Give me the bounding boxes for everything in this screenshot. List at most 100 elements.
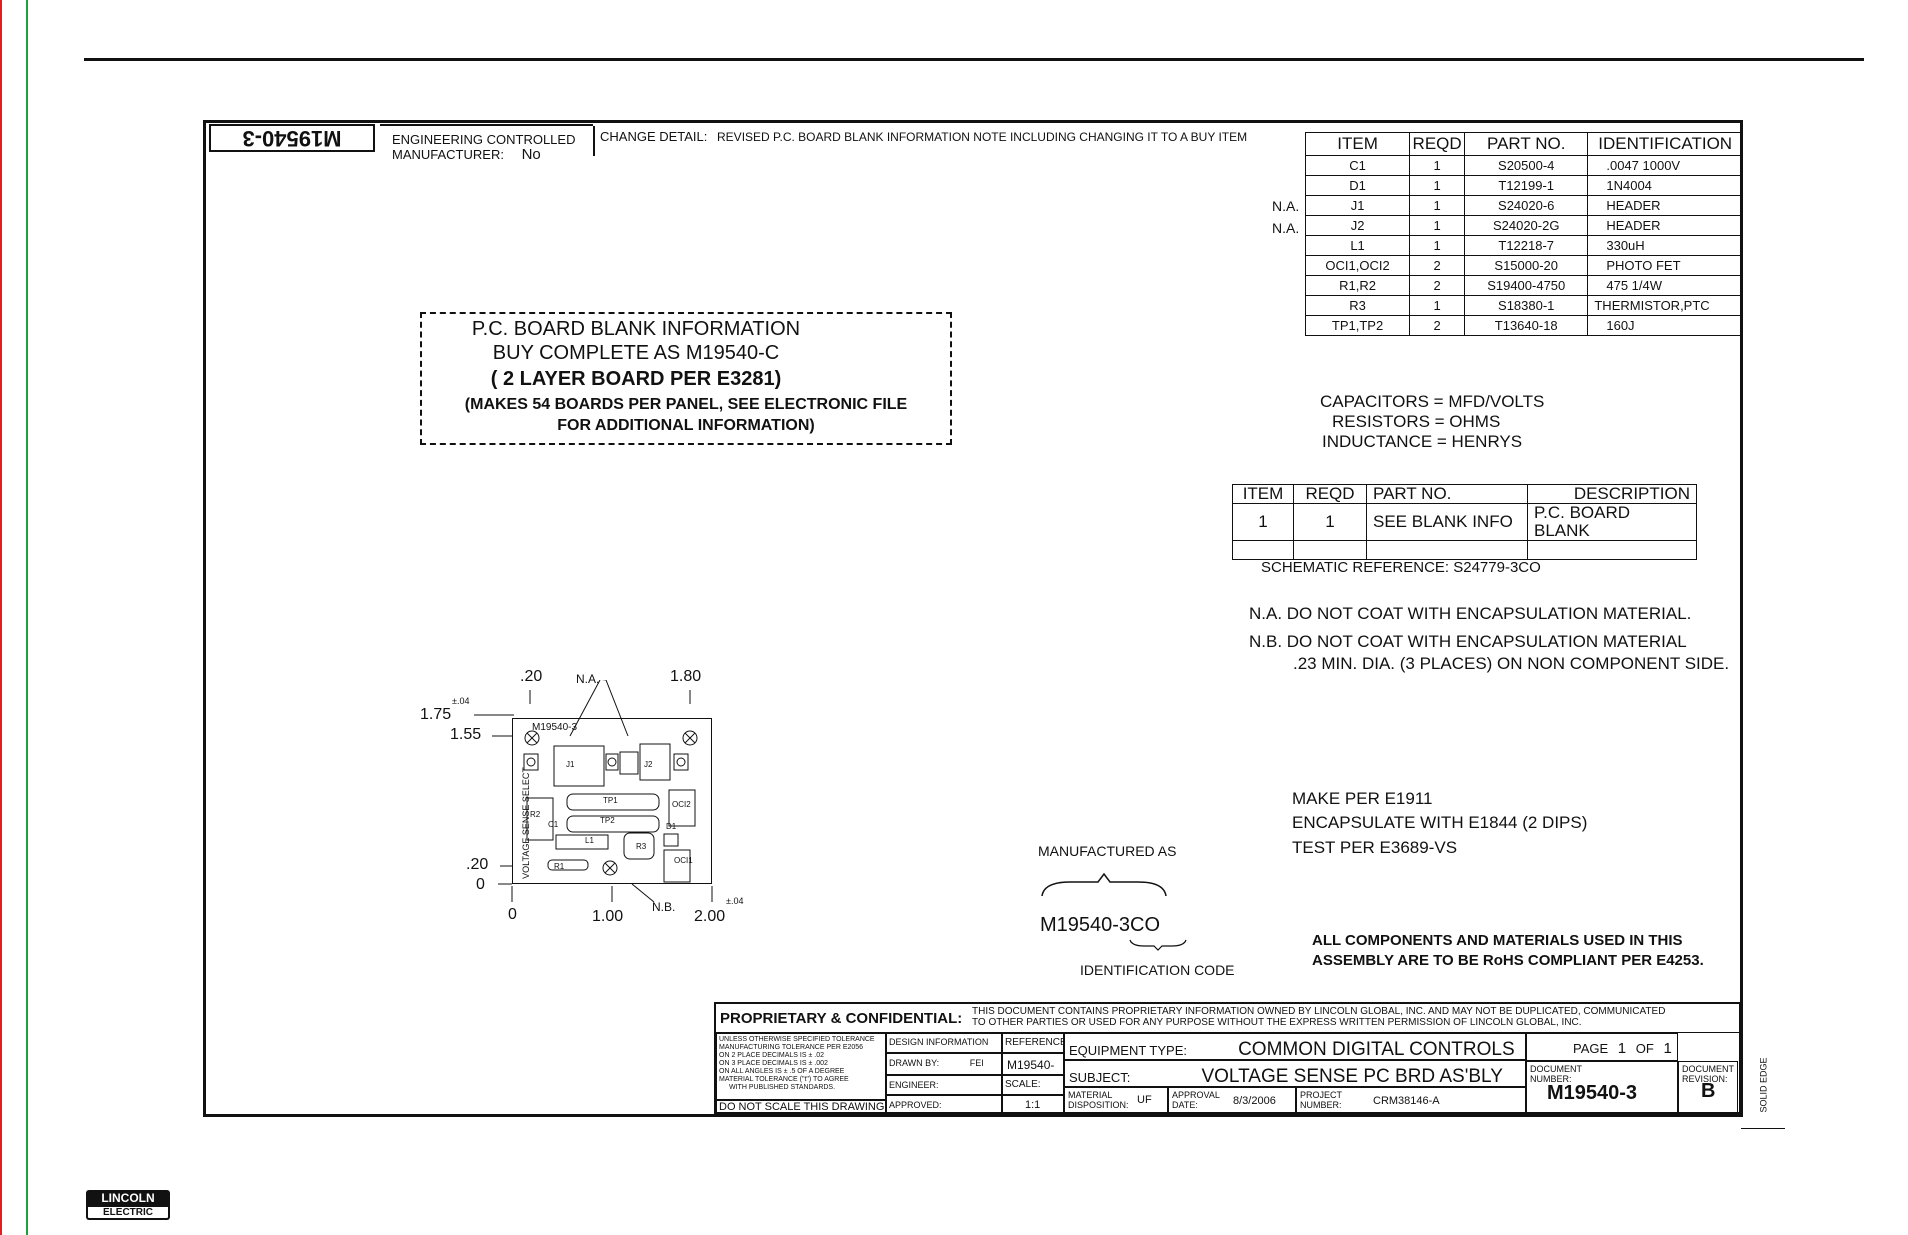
board-tp2: TP2 [600,816,615,825]
cell-ident: 475 1/4W [1587,275,1743,296]
board-na-label: N.A. [576,672,600,686]
subject-label: SUBJECT: [1069,1070,1131,1085]
blank-cell-empty [1366,540,1528,560]
scale-value: 1:1 [1002,1095,1064,1114]
legend-inductance: INDUCTANCE = HENRYS [1322,432,1523,451]
tolerance-line: WITH PUBLISHED STANDARDS. [729,1084,836,1091]
board-nb-label: N.B. [652,900,676,914]
blank-info-line2: BUY COMPLETE AS M19540-C [492,342,780,364]
pc-board-blank-info-box: P.C. BOARD BLANK INFORMATION BUY COMPLET… [420,312,952,445]
reference-value: M19540-2 [1002,1053,1064,1075]
cell-ident: THERMISTOR,PTC [1587,295,1743,316]
blank-info-line3: ( 2 LAYER BOARD PER E3281) [490,368,782,390]
cell-ident: 160J [1587,315,1743,336]
header-divider [593,126,595,156]
id-code-brace [1129,939,1187,951]
approval-date-value: 8/3/2006 [1233,1095,1276,1107]
change-detail: CHANGE DETAIL: REVISED P.C. BOARD BLANK … [600,129,1247,144]
tolerance-line: MATERIAL TOLERANCE ("t") TO AGREE [719,1076,849,1083]
cell-item: L1 [1304,235,1411,256]
logo-line1: LINCOLN [86,1190,170,1207]
board-r1: R1 [554,862,565,871]
board-label: M19540-3 [532,722,578,733]
blank-cell-empty [1232,540,1294,560]
page-top-rule [84,58,1864,61]
blank-cell-item: 1 [1232,503,1294,541]
cell-item: J2 [1304,215,1411,236]
board-oci1: OCI1 [674,856,693,865]
blank-cell-empty [1293,540,1367,560]
subject-cell: SUBJECT: VOLTAGE SENSE PC BRD AS'BLY [1064,1060,1526,1087]
parts-header-item: ITEM [1304,132,1411,156]
cell-reqd: 1 [1409,175,1466,196]
material-label2: DISPOSITION: [1068,1100,1129,1110]
revision-cell: DOCUMENT REVISION: B [1678,1061,1738,1114]
docrev-label1: DOCUMENT [1682,1064,1734,1074]
drawn-by-cell: DRAWN BY: FEI [886,1053,1002,1075]
frame-extension-line [1741,1128,1785,1129]
cell-reqd: 2 [1409,255,1466,276]
docrev-label2: REVISION: [1682,1074,1728,1084]
cell-reqd: 1 [1409,155,1466,176]
cell-part: T12218-7 [1464,235,1589,256]
proprietary-label: PROPRIETARY & CONFIDENTIAL: [720,1010,963,1027]
material-value: UF [1137,1094,1152,1106]
board-oci2: OCI2 [672,800,691,809]
dim-y020: .20 [466,856,489,873]
dim-x200: 2.00 [694,908,726,925]
cell-ident: PHOTO FET [1587,255,1743,276]
cell-part: S20500-4 [1464,155,1589,176]
manufacturer-label: MANUFACTURER: [392,147,504,162]
board-r3: R3 [636,842,647,851]
cell-reqd: 2 [1409,275,1466,296]
manufactured-as-label: MANUFACTURED AS [1038,843,1177,859]
document-number-cell: DOCUMENT NUMBER: M19540-3 [1526,1061,1678,1114]
blank-cell-desc: P.C. BOARD BLANK [1527,503,1697,541]
blank-cell-part: SEE BLANK INFO [1366,503,1528,541]
page-number: 1 [1617,1040,1627,1057]
board-j2: J2 [644,760,653,769]
blank-table-header: ITEM REQD PART NO. DESCRIPTION [1232,484,1697,504]
do-not-scale: DO NOT SCALE THIS DRAWING [716,1100,886,1114]
board-d1: D1 [666,822,677,831]
parts-header-reqd: REQD [1409,132,1466,156]
note-encapsulate: ENCAPSULATE WITH E1844 (2 DIPS) [1292,813,1588,832]
page-total: 1 [1663,1040,1672,1057]
cell-item: D1 [1304,175,1411,196]
blank-header-reqd: REQD [1293,484,1367,504]
manufacturer-value: No [521,146,541,163]
approved-cell: APPROVED: [886,1095,1002,1114]
page-cell: PAGE 1 OF 1 [1526,1033,1678,1061]
header-top-rule [380,124,593,126]
change-detail-text: REVISED P.C. BOARD BLANK INFORMATION NOT… [717,130,1248,144]
cell-item: J1 [1304,195,1411,216]
note-nb-line1: N.B. DO NOT COAT WITH ENCAPSULATION MATE… [1249,632,1687,651]
note-make-per: MAKE PER E1911 [1292,789,1433,808]
reference-label: REFERENCE: [1002,1033,1064,1053]
cell-reqd: 1 [1409,295,1466,316]
approval-label1: APPROVAL [1172,1090,1220,1100]
docnum-label2: NUMBER: [1530,1074,1572,1084]
left-margin-green-line [26,0,28,1235]
solid-edge-label: SOLID EDGE [1758,1057,1769,1113]
parts-table-header: ITEM REQD PART NO. IDENTIFICATION [1304,132,1743,156]
dimension-lines [474,680,713,903]
equipment-label: EQUIPMENT TYPE: [1069,1043,1187,1058]
cell-item: TP1,TP2 [1304,315,1411,336]
cell-reqd: 1 [1409,215,1466,236]
cell-ident: .0047 1000V [1587,155,1743,176]
change-detail-label: CHANGE DETAIL: [600,129,708,144]
cell-part: S18380-1 [1464,295,1589,316]
na-note-j1: N.A. [1272,198,1300,214]
proprietary-text: THIS DOCUMENT CONTAINS PROPRIETARY INFOR… [972,1006,1665,1028]
note-rohs-line2: ASSEMBLY ARE TO BE RoHS COMPLIANT PER E4… [1312,952,1704,969]
scale-label: SCALE: [1002,1075,1064,1095]
